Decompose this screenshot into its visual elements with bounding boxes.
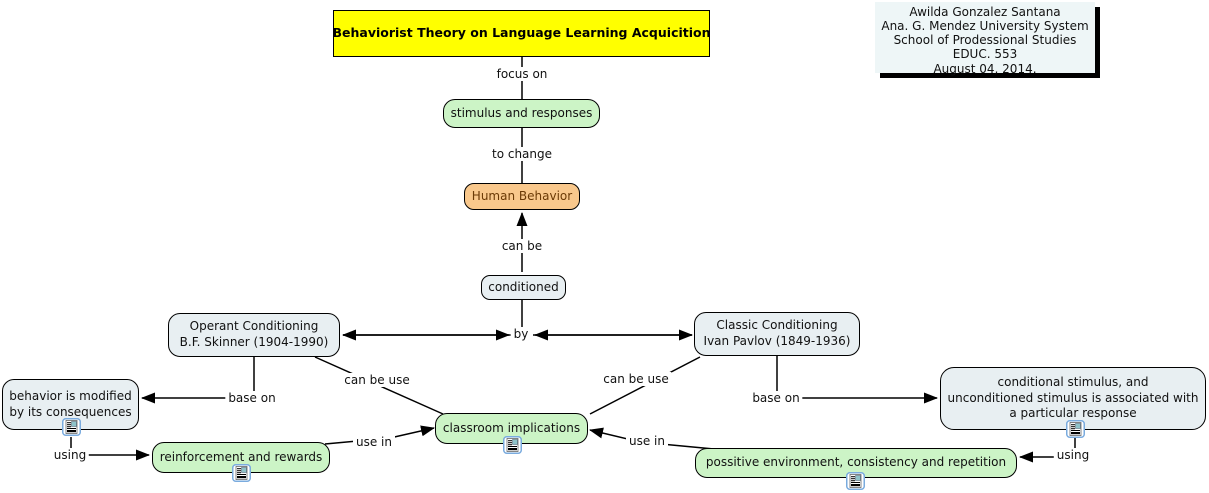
concept-conditional-stimulus[interactable]: conditional stimulus, and unconditioned … [940, 367, 1206, 430]
link-label-using-left[interactable]: using [50, 448, 90, 462]
resource-icon[interactable] [62, 418, 81, 436]
link-label-to-change[interactable]: to change [488, 147, 556, 161]
concept-label: Classic Conditioning [716, 318, 838, 333]
concept-behavior-modified[interactable]: behavior is modified by its consequences [2, 379, 139, 430]
link-label-using-right[interactable]: using [1053, 448, 1093, 462]
credits-line: School of Prodessional Studies [893, 33, 1077, 48]
concept-classroom-implications[interactable]: classroom implications [435, 413, 588, 444]
resource-icon[interactable] [232, 464, 251, 482]
concept-operant-conditioning[interactable]: Operant Conditioning B.F. Skinner (1904-… [168, 313, 340, 357]
credits-line: Ana. G. Mendez University System [881, 19, 1089, 34]
concept-conditioned[interactable]: conditioned [481, 275, 566, 300]
concept-label: Operant Conditioning [189, 319, 319, 334]
concept-label: Ivan Pavlov (1849-1936) [703, 334, 851, 348]
credits-line: EDUC. 553 [952, 47, 1018, 62]
link-label-base-on-left[interactable]: base on [225, 391, 279, 405]
concept-label: conditioned [488, 279, 559, 294]
link-label-base-on-right[interactable]: base on [749, 391, 803, 405]
credits-line: Awilda Gonzalez Santana [909, 5, 1061, 19]
concept-title-label: Behaviorist Theory on Language Learning … [332, 25, 711, 41]
concept-label: by its consequences [9, 404, 132, 419]
concept-label: reinforcement and rewards [159, 449, 323, 464]
concept-human-behavior[interactable]: Human Behavior [464, 183, 580, 210]
link-label-can-be-use-right[interactable]: can be use [600, 372, 672, 386]
concept-label: unconditioned stimulus is associated wit… [947, 390, 1199, 405]
link-label-can-be[interactable]: can be [498, 239, 546, 253]
concept-label: B.F. Skinner (1904-1990) [179, 335, 329, 349]
document-resource-icon [1066, 420, 1085, 438]
document-resource-icon [503, 436, 522, 454]
document-resource-icon [232, 464, 251, 482]
link-label-can-be-use-left[interactable]: can be use [341, 373, 413, 387]
concept-label: conditional stimulus, and [997, 375, 1149, 390]
concept-stimulus-responses[interactable]: stimulus and responses [443, 99, 600, 128]
resource-icon[interactable] [1066, 420, 1085, 438]
resource-icon[interactable] [503, 436, 522, 454]
document-resource-icon [846, 472, 865, 490]
concept-label: Human Behavior [471, 188, 573, 203]
link-label-focus-on[interactable]: focus on [493, 67, 551, 81]
credits-line: August 04, 2014. [933, 61, 1037, 76]
concept-label: a particular response [1009, 406, 1137, 421]
concept-classic-conditioning[interactable]: Classic Conditioning Ivan Pavlov (1849-1… [694, 312, 860, 356]
document-resource-icon [62, 418, 81, 436]
credits-box[interactable]: Awilda Gonzalez Santana Ana. G. Mendez U… [875, 2, 1095, 76]
concept-title[interactable]: Behaviorist Theory on Language Learning … [332, 10, 711, 57]
concept-label: stimulus and responses [450, 105, 593, 120]
concept-label: possitive environment, consistency and r… [705, 455, 1007, 470]
concept-label: behavior is modified [9, 388, 132, 403]
link-label-use-in-right[interactable]: use in [626, 434, 668, 448]
link-label-by[interactable]: by [510, 327, 532, 341]
resource-icon[interactable] [846, 472, 865, 490]
concept-label: classroom implications [442, 420, 581, 435]
link-label-use-in-left[interactable]: use in [353, 435, 395, 449]
